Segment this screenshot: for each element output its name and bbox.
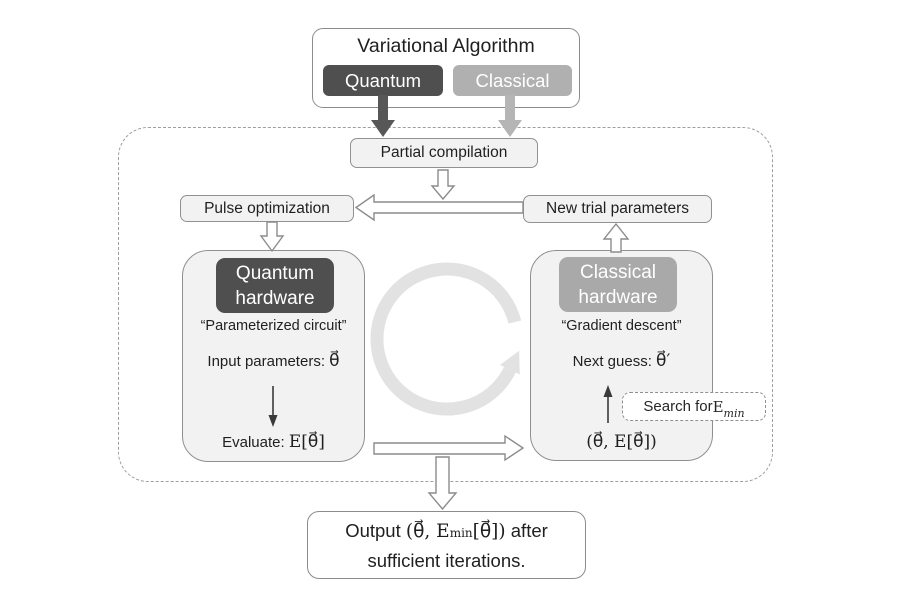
output-line2: sufficient iterations.: [367, 549, 526, 571]
evaluate-line: Evaluate: E[θ⃗]: [183, 432, 364, 452]
input-parameters-line: Input parameters: θ⃗: [183, 351, 364, 371]
search-for-text: Search for: [643, 398, 713, 415]
quantum-hardware-badge: Quantum hardware: [216, 258, 334, 313]
output-line1: Output (θ⃗, Emin[θ⃗]) after: [345, 517, 548, 547]
output-math-close: [θ⃗]): [472, 520, 506, 542]
gradient-descent-label: “Gradient descent”: [561, 318, 682, 334]
output-math-open: (θ⃗, E: [405, 520, 450, 542]
next-guess-line: Next guess: θ⃗′: [531, 351, 712, 371]
energy-symbol: E: [712, 397, 724, 416]
evaluate-text: Evaluate:: [222, 434, 289, 451]
new-trial-parameters-box: New trial parameters: [523, 195, 712, 223]
classical-badge: Classical: [453, 65, 572, 96]
next-guess-text: Next guess:: [572, 353, 657, 370]
quantum-hardware-badge-line2: hardware: [235, 287, 315, 309]
pulse-optimization-box: Pulse optimization: [180, 195, 354, 222]
output-pre-text: Output: [345, 519, 406, 541]
partial-compilation-box: Partial compilation: [350, 138, 538, 168]
input-parameters-text: Input parameters:: [207, 353, 330, 370]
output-min-subscript: min: [449, 525, 473, 540]
variational-algorithm-title: Variational Algorithm: [357, 35, 535, 57]
classical-hardware-box: Classical hardware “Gradient descent” Ne…: [530, 250, 713, 461]
quantum-badge: Quantum: [323, 65, 443, 96]
classical-hardware-badge-line1: Classical: [579, 261, 657, 283]
quantum-hardware-box: Quantum hardware “Parameterized circuit”…: [182, 250, 365, 462]
theta-energy-tuple: (θ⃗, E[θ⃗]): [586, 432, 657, 452]
quantum-hardware-badge-line1: Quantum: [235, 262, 315, 284]
output-box: Output (θ⃗, Emin[θ⃗]) after sufficient i…: [307, 511, 586, 579]
min-subscript: min: [723, 407, 745, 420]
variational-algorithm-box: Variational Algorithm Quantum Classical: [312, 28, 580, 108]
expectation-symbol: E[θ⃗]: [288, 432, 325, 452]
classical-hardware-badge-line2: hardware: [578, 286, 658, 308]
theta-vector-symbol: θ⃗: [329, 351, 340, 371]
classical-hardware-badge: Classical hardware: [559, 257, 677, 312]
theta-prime-symbol: θ⃗′: [656, 351, 671, 371]
output-post-text: after: [505, 519, 548, 541]
parameterized-circuit-label: “Parameterized circuit”: [200, 318, 347, 334]
